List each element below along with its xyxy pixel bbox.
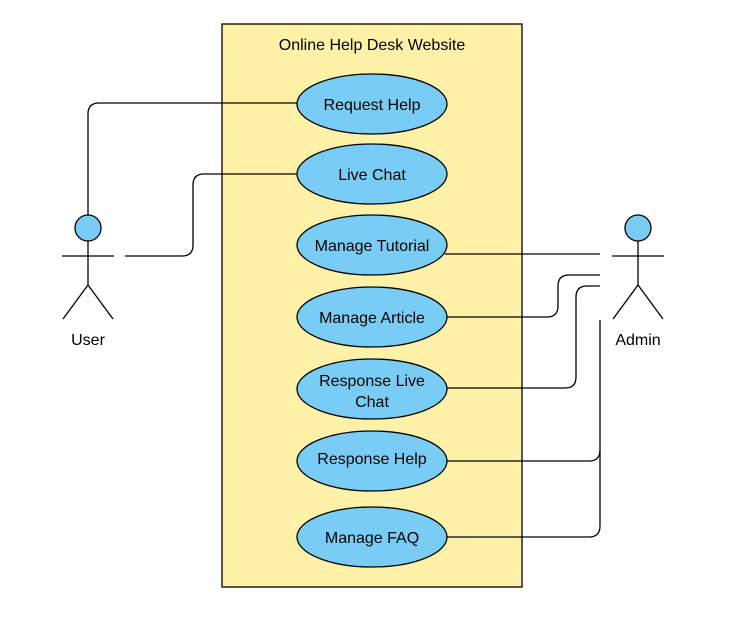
actor-left-leg: [62, 284, 89, 320]
use-case-manage-tutorial: Manage Tutorial: [296, 214, 448, 276]
use-case-response-live-chat: Response Live Chat: [296, 358, 448, 420]
use-case-request-help: Request Help: [296, 73, 448, 135]
use-case-ellipse: [296, 430, 448, 492]
use-case-ellipse: [296, 214, 448, 276]
use-case-label: Manage FAQ: [325, 530, 419, 547]
actor-user-label: User: [71, 332, 105, 349]
actor-admin: [612, 214, 664, 320]
actor-right-leg: [637, 284, 664, 320]
connector-user-request-help: [87, 102, 297, 215]
connectors: [87, 102, 601, 538]
use-case-label: Manage Article: [319, 310, 425, 327]
connector-admin-manage-article: [447, 274, 600, 318]
use-case-manage-article: Manage Article: [296, 286, 448, 348]
actor-admin-label: Admin: [615, 332, 660, 349]
connector-admin-response-live-chat: [446, 285, 600, 389]
use-case-label: Response Help: [317, 451, 427, 468]
use-case-ellipse: [296, 143, 448, 205]
actor-head: [74, 214, 102, 242]
actor-user: [62, 214, 114, 320]
use-case-label: Request Help: [324, 97, 421, 114]
use-case-label: Manage Tutorial: [315, 238, 430, 255]
use-case-manage-faq: Manage FAQ: [296, 506, 448, 568]
actor-left-leg: [612, 284, 639, 320]
actor-right-leg: [87, 284, 114, 320]
use-case-live-chat: Live Chat: [296, 143, 448, 205]
use-case-label: Live Chat: [338, 167, 406, 184]
system-title: Online Help Desk Website: [279, 37, 466, 54]
use-case-label-line-1: Response Live: [319, 373, 425, 390]
connector-admin-manage-faq: [446, 450, 601, 538]
use-case-ellipse: [296, 73, 448, 135]
actor-head: [624, 214, 652, 242]
use-case-ellipse: [296, 506, 448, 568]
connector-user-live-chat: [125, 173, 297, 257]
use-case-response-help: Response Help: [296, 430, 448, 492]
use-case-ellipse: [296, 286, 448, 348]
use-case-label-line-2: Chat: [355, 394, 389, 411]
use-case-ellipse: [296, 358, 448, 420]
